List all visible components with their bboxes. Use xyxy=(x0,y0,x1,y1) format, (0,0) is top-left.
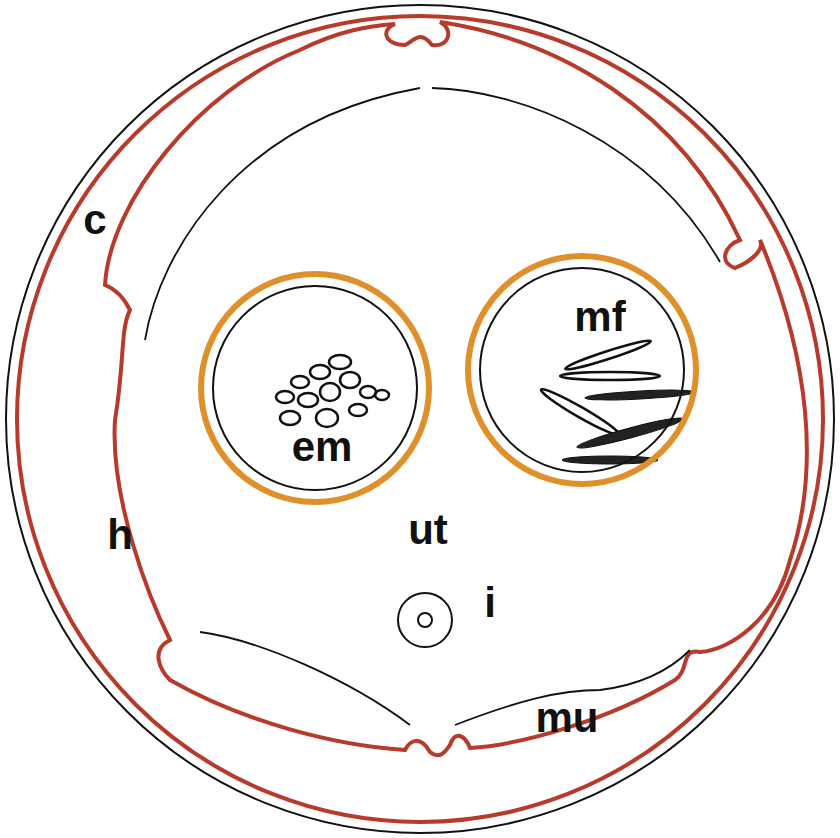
uterus-outline xyxy=(195,268,435,508)
part-label: i xyxy=(484,582,496,624)
part-label: c xyxy=(83,199,106,241)
part-label: mf xyxy=(574,296,625,338)
part-label: ut xyxy=(408,509,448,551)
uterus-branch: em xyxy=(195,268,435,508)
part-label: em xyxy=(292,426,353,468)
uterus-branch: mf xyxy=(462,250,702,490)
uterus-outline xyxy=(462,250,702,490)
part-label: mu xyxy=(536,697,599,739)
part-label: h xyxy=(107,514,133,556)
